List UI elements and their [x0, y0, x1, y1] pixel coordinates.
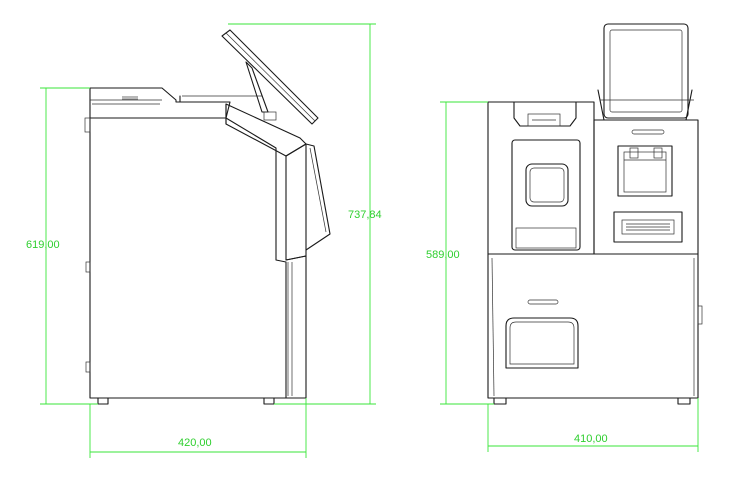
- front-side-lock: [697, 305, 703, 325]
- front-tablet-screen: [603, 23, 689, 119]
- front-lower-slot: [527, 299, 559, 305]
- dim-side-width: 420,00: [178, 437, 212, 449]
- dim-front-width: 410,00: [574, 433, 608, 445]
- front-dimensions: 589,00 410,00: [426, 101, 699, 452]
- front-door-panel: [511, 139, 581, 251]
- front-upper-left-module: [487, 101, 595, 255]
- side-screen-panel: [221, 29, 319, 125]
- front-tablet-display: [609, 29, 683, 113]
- front-bill-slot: [613, 211, 683, 243]
- dim-side-height: 619,00: [26, 239, 60, 251]
- side-foot-right: [263, 397, 275, 405]
- front-foot-left: [493, 397, 507, 405]
- front-card-slot: [631, 129, 665, 135]
- side-view: [84, 29, 331, 405]
- side-foot-left: [97, 397, 109, 405]
- side-cabinet-main: [89, 117, 287, 399]
- dim-side-total-height: 737,84: [348, 209, 382, 221]
- front-lower-cabinet: [487, 253, 699, 399]
- dim-front-height: 589,00: [426, 249, 460, 261]
- side-dimensions: 619,00 737,84 420,00: [26, 23, 382, 458]
- front-lower-window: [505, 317, 579, 369]
- front-bill-slot-grille: [626, 223, 670, 231]
- side-vent-grille: [122, 96, 138, 100]
- front-printer: [617, 145, 673, 197]
- front-window: [525, 163, 569, 207]
- front-foot-right: [677, 397, 691, 405]
- side-cabinet-body: [89, 87, 231, 119]
- front-view: [487, 23, 703, 405]
- side-handle: [84, 117, 91, 133]
- side-front-housing: [285, 143, 307, 261]
